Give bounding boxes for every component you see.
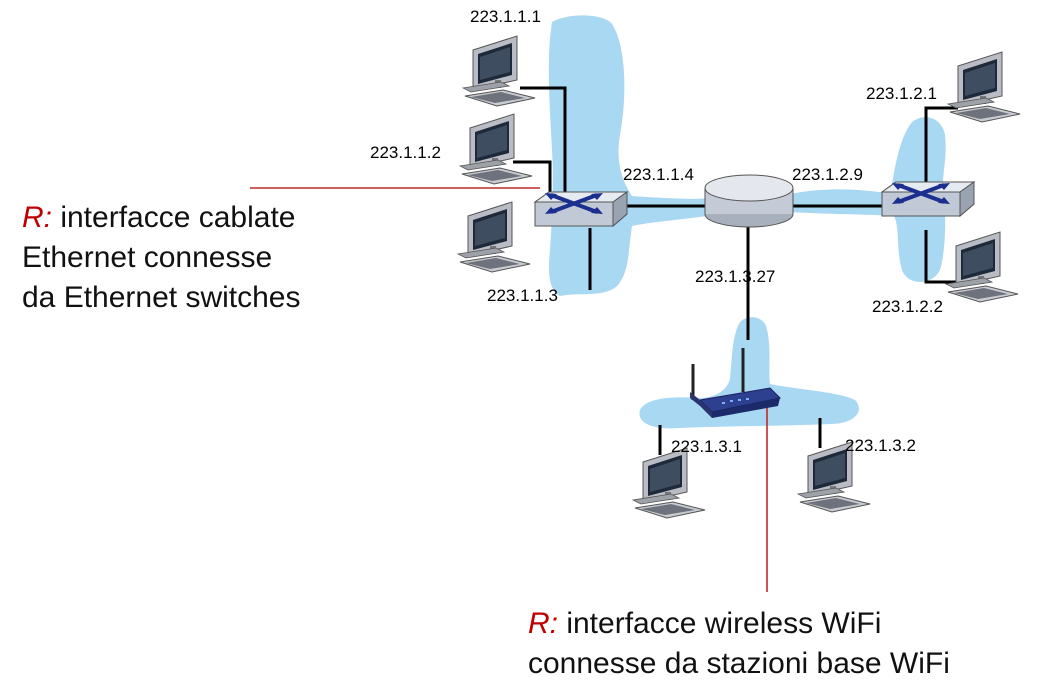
wifi-annotation-text-2: connesse da stazioni base WiFi: [528, 647, 950, 680]
wired-annotation-prefix: R:: [22, 201, 52, 234]
host-223-1-1-1-icon: [462, 35, 536, 107]
host-223-1-3-1-icon: [632, 447, 706, 519]
host-223-1-1-3-icon: [457, 201, 531, 273]
ip-label-223-1-3-27: 223.1.3.27: [695, 267, 776, 286]
ip-label-223-1-3-2: 223.1.3.2: [845, 436, 916, 455]
wifi-annotation-text-1: interfacce wireless WiFi: [558, 607, 882, 640]
wifi-base-station-icon: [690, 348, 782, 418]
host-223-1-2-2-icon: [945, 231, 1019, 303]
wired-annotation-text-1: interfacce cablate: [52, 201, 296, 234]
ip-label-223-1-2-9: 223.1.2.9: [792, 165, 863, 184]
subnet-2-blob: [790, 117, 946, 283]
ethernet-switch-2-icon: [880, 180, 976, 218]
wired-annotation-text-2: Ethernet connesse: [22, 241, 273, 274]
wired-annotation-line-1: R: interfacce cablate: [22, 198, 300, 238]
wifi-interfaces-annotation: R: interfacce wireless WiFi connesse da …: [528, 604, 950, 684]
ip-label-223-1-1-1: 223.1.1.1: [470, 7, 541, 26]
ip-label-223-1-1-3: 223.1.1.3: [487, 286, 558, 305]
ip-label-223-1-2-1: 223.1.2.1: [866, 84, 937, 103]
ip-label-223-1-2-2: 223.1.2.2: [872, 297, 943, 316]
router-icon: [704, 174, 794, 228]
host-223-1-1-2-icon: [459, 113, 533, 185]
subnet-1-blob: [548, 15, 706, 296]
wifi-annotation-line-1: R: interfacce wireless WiFi: [528, 604, 950, 644]
wired-interfaces-annotation: R: interfacce cablate Ethernet connesse …: [22, 198, 300, 318]
wifi-annotation-prefix: R:: [528, 607, 558, 640]
ip-label-223-1-1-2: 223.1.1.2: [370, 143, 441, 162]
ip-label-223-1-1-4: 223.1.1.4: [623, 165, 694, 184]
host-223-1-2-1-icon: [947, 51, 1021, 123]
ethernet-switch-1-icon: [533, 190, 629, 228]
wired-annotation-text-3: da Ethernet switches: [22, 281, 301, 314]
ip-label-223-1-3-1: 223.1.3.1: [671, 437, 742, 456]
